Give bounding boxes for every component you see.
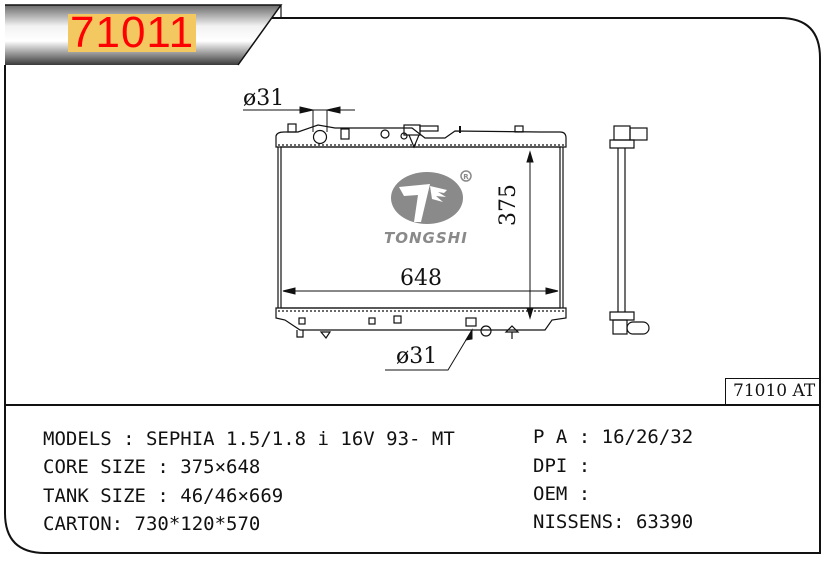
radiator-side-view (609, 125, 650, 335)
spec-label: DPI : (533, 455, 602, 477)
spec-label: MODELS : (43, 428, 146, 450)
radiator-front-view (275, 123, 567, 340)
spec-core-size: CORE SIZE : 375×648 (43, 458, 260, 477)
spec-label: CARTON: (43, 513, 135, 535)
outlet-diameter-label: ø31 (396, 344, 438, 369)
inlet-diameter-label: ø31 (243, 86, 285, 111)
spec-value: 46/46×669 (180, 485, 284, 507)
spec-label: TANK SIZE : (43, 485, 181, 507)
spec-value: 16/26/32 (601, 426, 694, 448)
part-number-title: 71011 (70, 8, 195, 57)
svg-text:R: R (463, 173, 469, 181)
part-number-highlight: 71011 (68, 11, 197, 55)
core-height-label: 375 (496, 184, 521, 226)
spec-label: NISSENS: (533, 511, 636, 533)
core-width-label: 648 (400, 266, 442, 291)
spec-value: 730*120*570 (134, 513, 261, 535)
spec-label: P A : (533, 426, 602, 448)
spec-carton: CARTON: 730*120*570 (43, 515, 260, 534)
spec-pa: P A : 16/26/32 (533, 428, 693, 447)
reference-label: 71010 AT (733, 381, 816, 401)
spec-label: CORE SIZE : (43, 456, 181, 478)
spec-value: 63390 (635, 511, 694, 533)
dimension-lines (243, 106, 559, 371)
spec-models: MODELS : SEPHIA 1.5/1.8 i 16V 93- MT (43, 430, 455, 449)
spec-nissens: NISSENS: 63390 (533, 513, 693, 532)
spec-value: 375×648 (180, 456, 261, 478)
spec-dpi: DPI : (533, 457, 602, 476)
spec-label: OEM : (533, 483, 602, 505)
reference-box (725, 378, 820, 405)
spec-value: SEPHIA 1.5/1.8 i 16V 93- MT (145, 428, 455, 450)
spec-tank-size: TANK SIZE : 46/46×669 (43, 487, 283, 506)
tongshi-logo-icon: R (391, 170, 472, 224)
spec-oem: OEM : (533, 485, 602, 504)
brand-logo-text: TONGSHI (384, 229, 468, 247)
outer-border (4, 17, 821, 554)
